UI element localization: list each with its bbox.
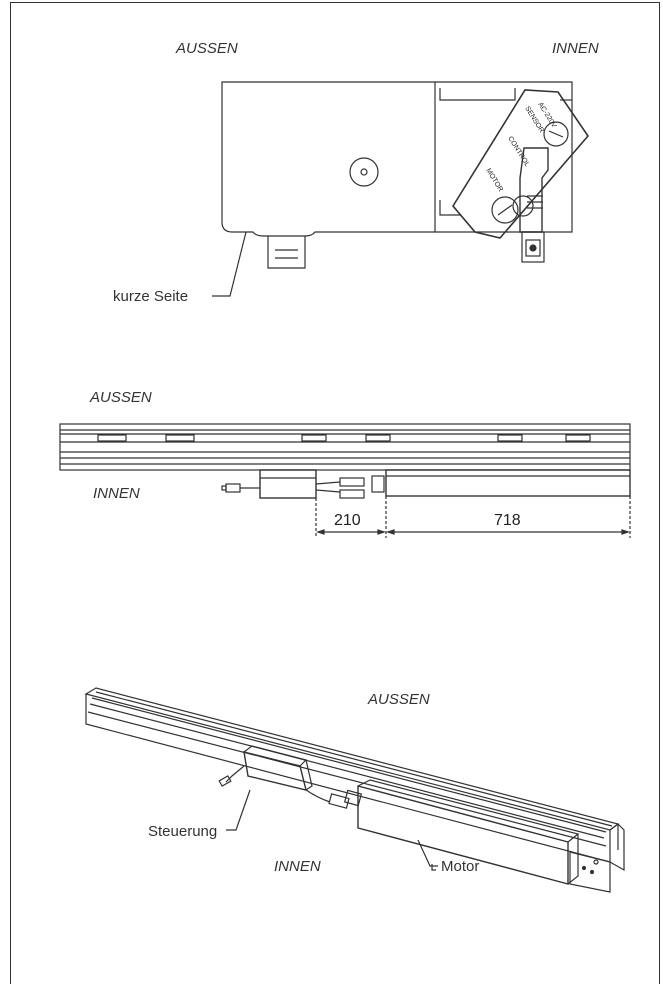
leader-control	[226, 789, 251, 831]
top-inside-label: INNEN	[552, 40, 599, 57]
screw-top	[543, 121, 569, 147]
top-outside-label: AUSSEN	[176, 40, 238, 57]
dim-718-label: 718	[494, 512, 521, 529]
rail-plan-illustration	[59, 423, 631, 538]
control-unit-label: Steuerung	[148, 823, 218, 840]
panel-control-text: CONTROL	[506, 135, 530, 168]
motor-housing	[385, 469, 631, 497]
axle-circle	[349, 157, 379, 187]
mid-outside-label: AUSSEN	[90, 389, 152, 406]
connector-panel	[452, 89, 590, 239]
page-frame	[10, 2, 660, 984]
end-view-illustration	[212, 81, 590, 297]
short-side-label: kurze Seite	[113, 288, 189, 305]
control-box	[259, 469, 317, 499]
leader-motor	[417, 839, 438, 867]
panel-motor-text: MOTOR	[484, 167, 504, 193]
plug	[519, 147, 549, 233]
perspective-illustration	[84, 687, 625, 893]
motor-label: Motor	[441, 858, 480, 875]
mid-inside-label: INNEN	[93, 485, 140, 502]
rail-clips	[97, 434, 591, 442]
screw-bottom	[491, 196, 519, 224]
dim-210-label: 210	[334, 512, 361, 529]
bottom-inside-label: INNEN	[274, 858, 321, 875]
bottom-outside-label: AUSSEN	[368, 691, 430, 708]
